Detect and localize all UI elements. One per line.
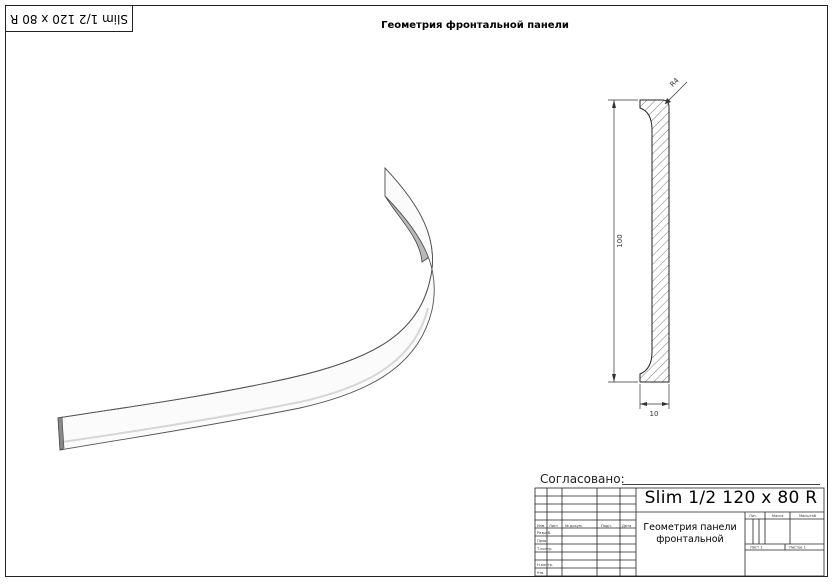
title-block-description: Геометрия панели фронтальной <box>638 522 742 546</box>
lit-label: Лит. <box>749 514 757 518</box>
panel-bottom-shading <box>61 307 429 443</box>
col-header-doc: № докум. <box>565 524 583 528</box>
row-label-utv: Утв. <box>537 571 545 575</box>
row-label-razrab: Разраб. <box>537 531 551 535</box>
row-label-prov: Пров. <box>537 539 547 543</box>
drawing-sheet-frame <box>5 5 828 577</box>
agreed-signature-line <box>622 484 820 485</box>
mass-label: Масса <box>772 514 783 518</box>
col-header-izm: Изм. <box>537 524 545 528</box>
height-dim-label: 100 <box>616 234 624 247</box>
width-dim-label: 10 <box>650 410 659 418</box>
row-label-nkontr: Н.контр. <box>537 563 553 567</box>
scale-label: Масштаб <box>799 514 817 518</box>
col-header-date: Дата <box>622 524 631 528</box>
inverted-code-stamp: Slim 1/2 120 x 80 R <box>5 5 133 32</box>
width-arrow-left <box>640 402 647 406</box>
title-block-designation: Slim 1/2 120 x 80 R <box>644 488 818 508</box>
description-line-2: фронтальной <box>656 534 724 545</box>
sheet-label: Лист 1 <box>750 546 763 550</box>
height-arrow-bottom <box>612 374 616 382</box>
agreed-label: Согласовано: <box>540 472 625 486</box>
width-arrow-right <box>662 402 669 406</box>
description-line-1: Геометрия панели <box>643 522 737 533</box>
height-arrow-top <box>612 100 616 108</box>
drawing-title: Геометрия фронтальной панели <box>381 20 569 31</box>
panel-top-edge <box>57 167 434 419</box>
title-block-frame <box>534 487 825 577</box>
col-header-sign: Подп. <box>601 524 612 528</box>
sheets-label: Листов 1 <box>789 546 806 550</box>
radius-arrow <box>665 98 671 104</box>
panel-end-cap <box>57 416 65 451</box>
col-header-list: Лист <box>549 524 558 528</box>
row-label-tkontr: Т.контр. <box>536 547 553 551</box>
